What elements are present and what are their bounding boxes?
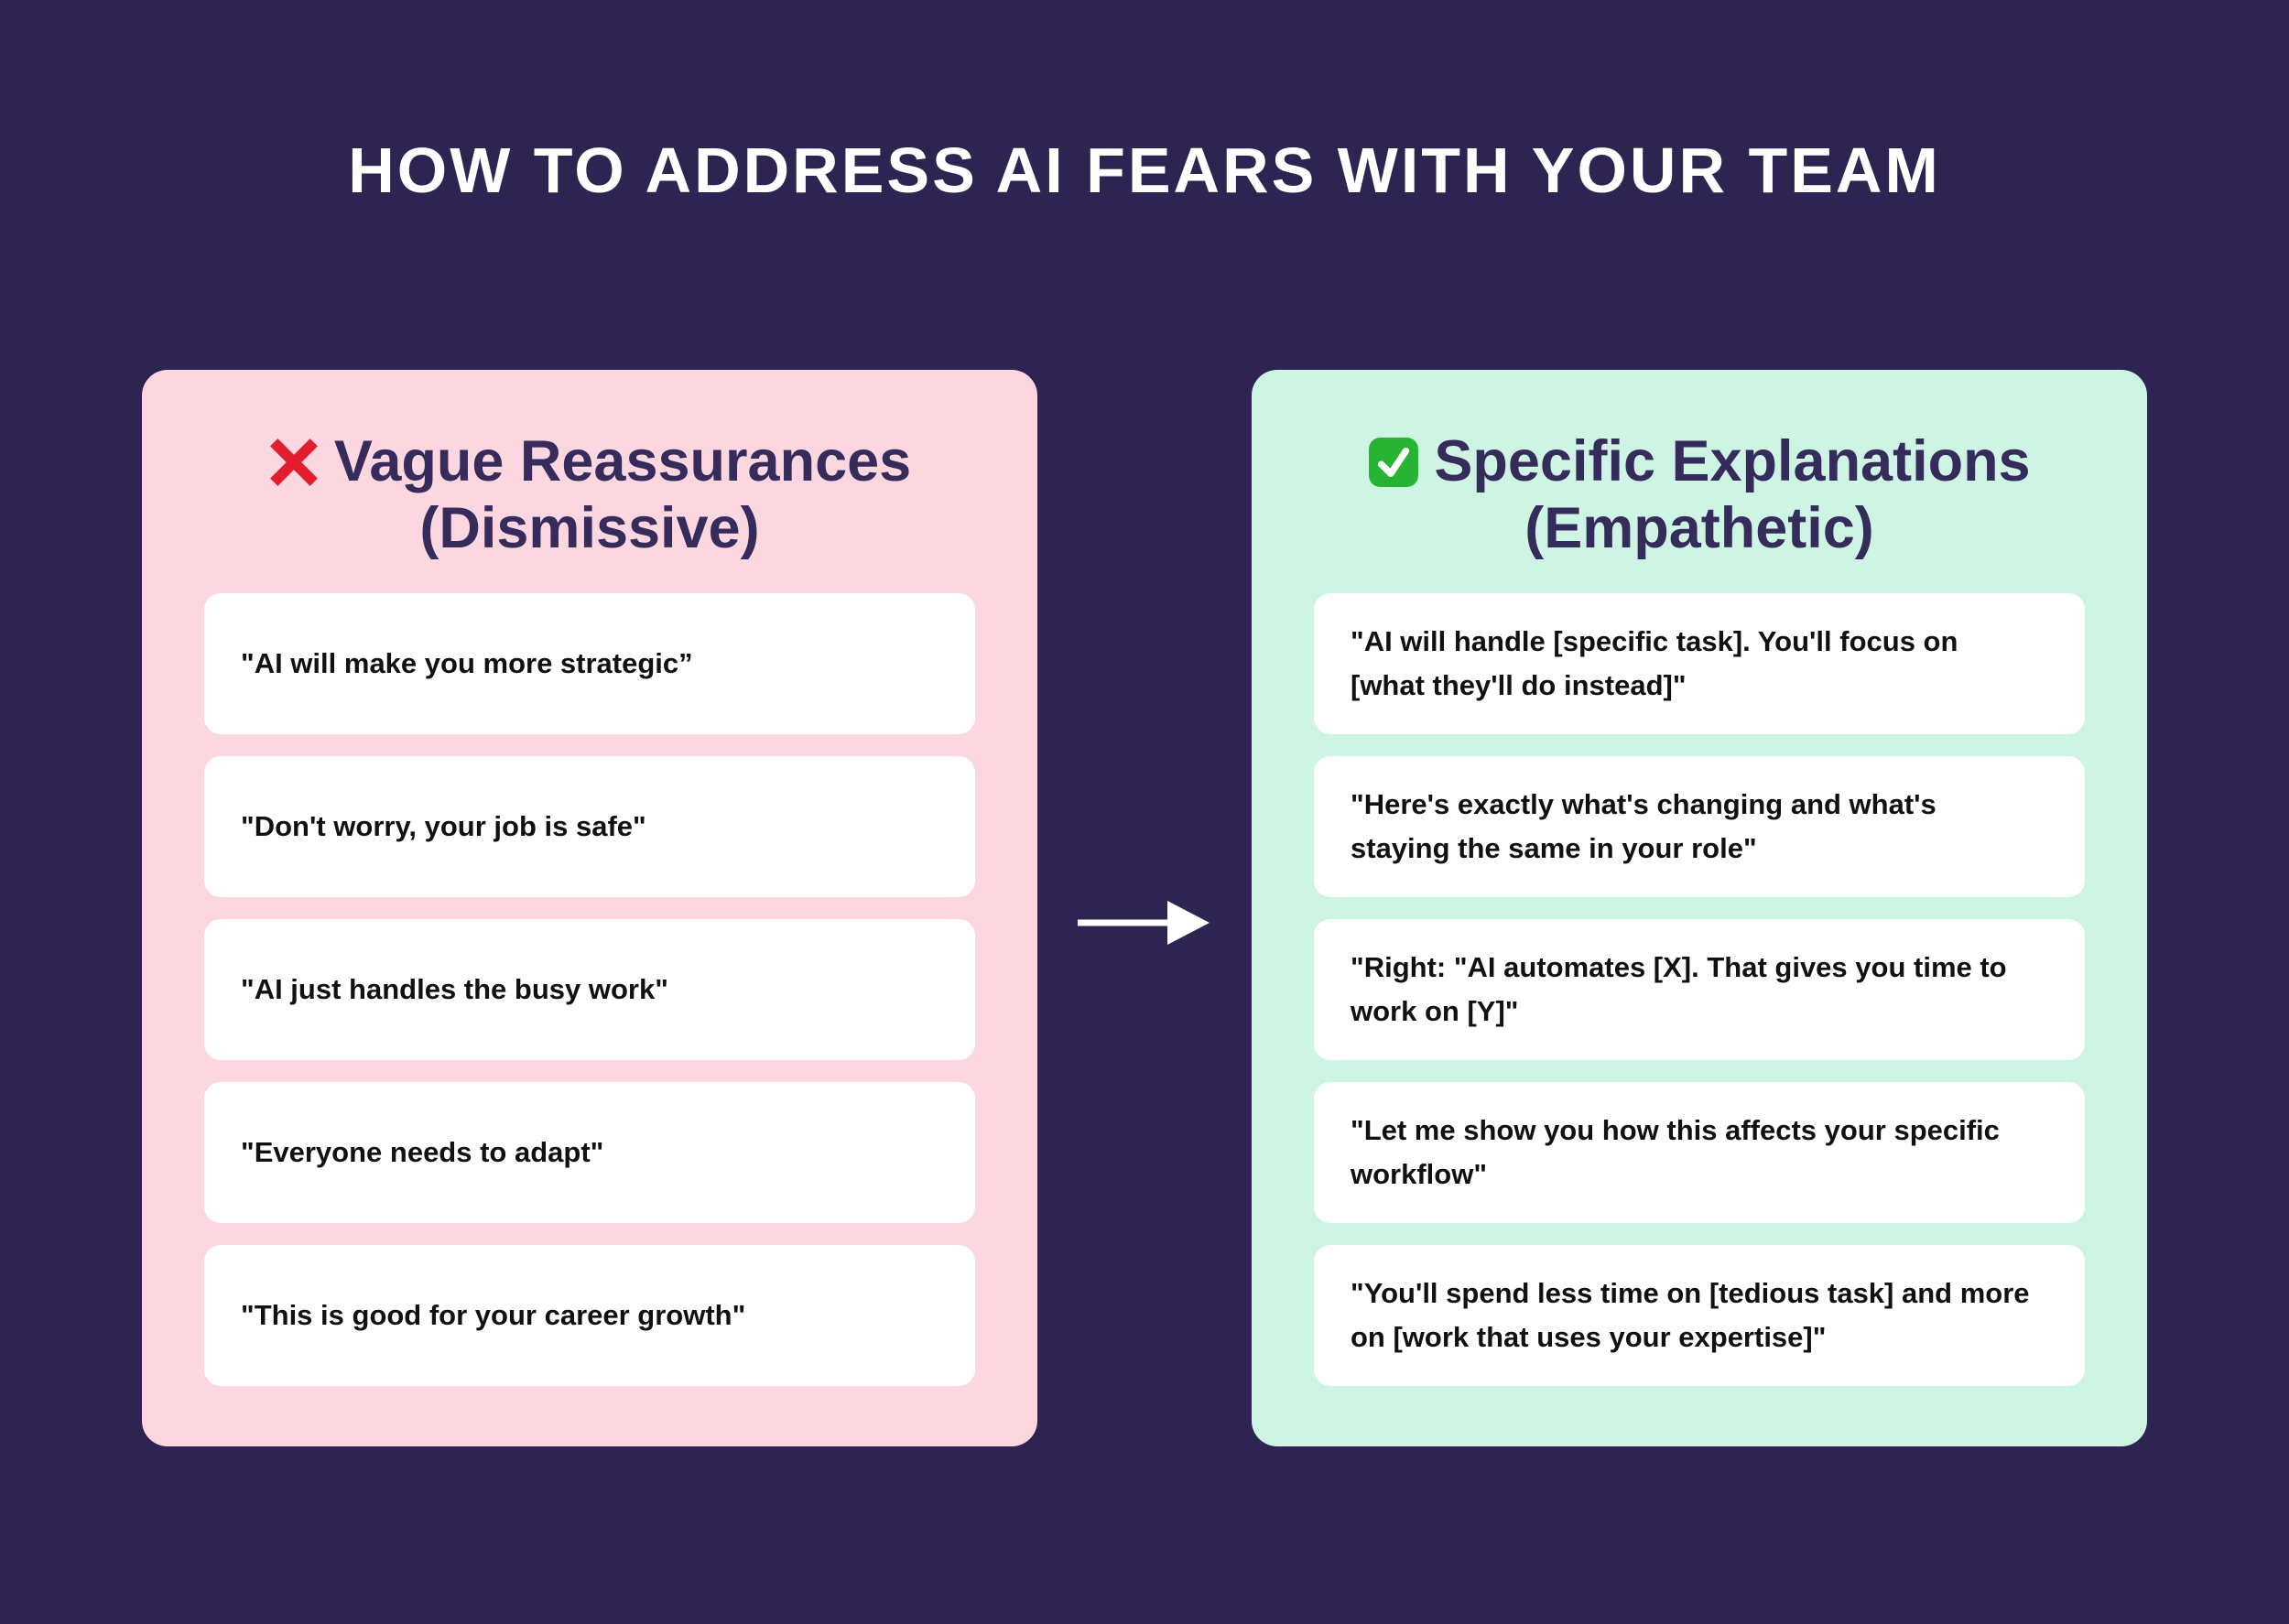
card: "You'll spend less time on [tedious task… [1314, 1245, 2085, 1386]
card-text: "Right: "AI automates [X]. That gives yo… [1351, 950, 2007, 1027]
right-arrow-icon [1076, 897, 1213, 948]
card: "Don't worry, your job is safe" [204, 756, 975, 897]
card-text: "Everyone needs to adapt" [241, 1135, 604, 1168]
card: "AI will make you more strategic” [204, 593, 975, 734]
check-mark-icon [1368, 437, 1419, 488]
card-text: "This is good for your career growth" [241, 1298, 746, 1331]
card-text: "AI will make you more strategic” [241, 646, 693, 679]
panel-heading-right-text: Specific Explanations [1434, 429, 2031, 493]
panel-specific-explanations: Specific Explanations (Empathetic) "AI w… [1252, 370, 2147, 1446]
card: "AI just handles the busy work" [204, 919, 975, 1060]
card: "AI will handle [specific task]. You'll … [1314, 593, 2085, 734]
panel-heading-left: Vague Reassurances (Dismissive) [142, 428, 1037, 562]
card: "This is good for your career growth" [204, 1245, 975, 1386]
card: "Here's exactly what's changing and what… [1314, 756, 2085, 897]
panel-subheading-left: (Dismissive) [419, 496, 760, 561]
card-text: "AI will handle [specific task]. You'll … [1351, 624, 1958, 701]
card: "Right: "AI automates [X]. That gives yo… [1314, 919, 2085, 1060]
panel-heading-left-text: Vague Reassurances [333, 429, 912, 493]
page-title: HOW TO ADDRESS AI FEARS WITH YOUR TEAM [348, 135, 1941, 206]
panel-vague-reassurances: Vague Reassurances (Dismissive) "AI will… [142, 370, 1037, 1446]
cross-mark-icon [268, 437, 320, 488]
card-list-left: "AI will make you more strategic” "Don't… [204, 593, 975, 1386]
panel-heading-right: Specific Explanations (Empathetic) [1252, 428, 2147, 562]
panel-subheading-right: (Empathetic) [1524, 496, 1874, 561]
card-text: "Let me show you how this affects your s… [1351, 1113, 2000, 1190]
card-text: "Here's exactly what's changing and what… [1351, 787, 1936, 864]
card-text: "Don't worry, your job is safe" [241, 809, 646, 842]
card: "Everyone needs to adapt" [204, 1082, 975, 1223]
card: "Let me show you how this affects your s… [1314, 1082, 2085, 1223]
card-text: "You'll spend less time on [tedious task… [1351, 1276, 2030, 1353]
card-text: "AI just handles the busy work" [241, 972, 668, 1005]
card-list-right: "AI will handle [specific task]. You'll … [1314, 593, 2085, 1386]
